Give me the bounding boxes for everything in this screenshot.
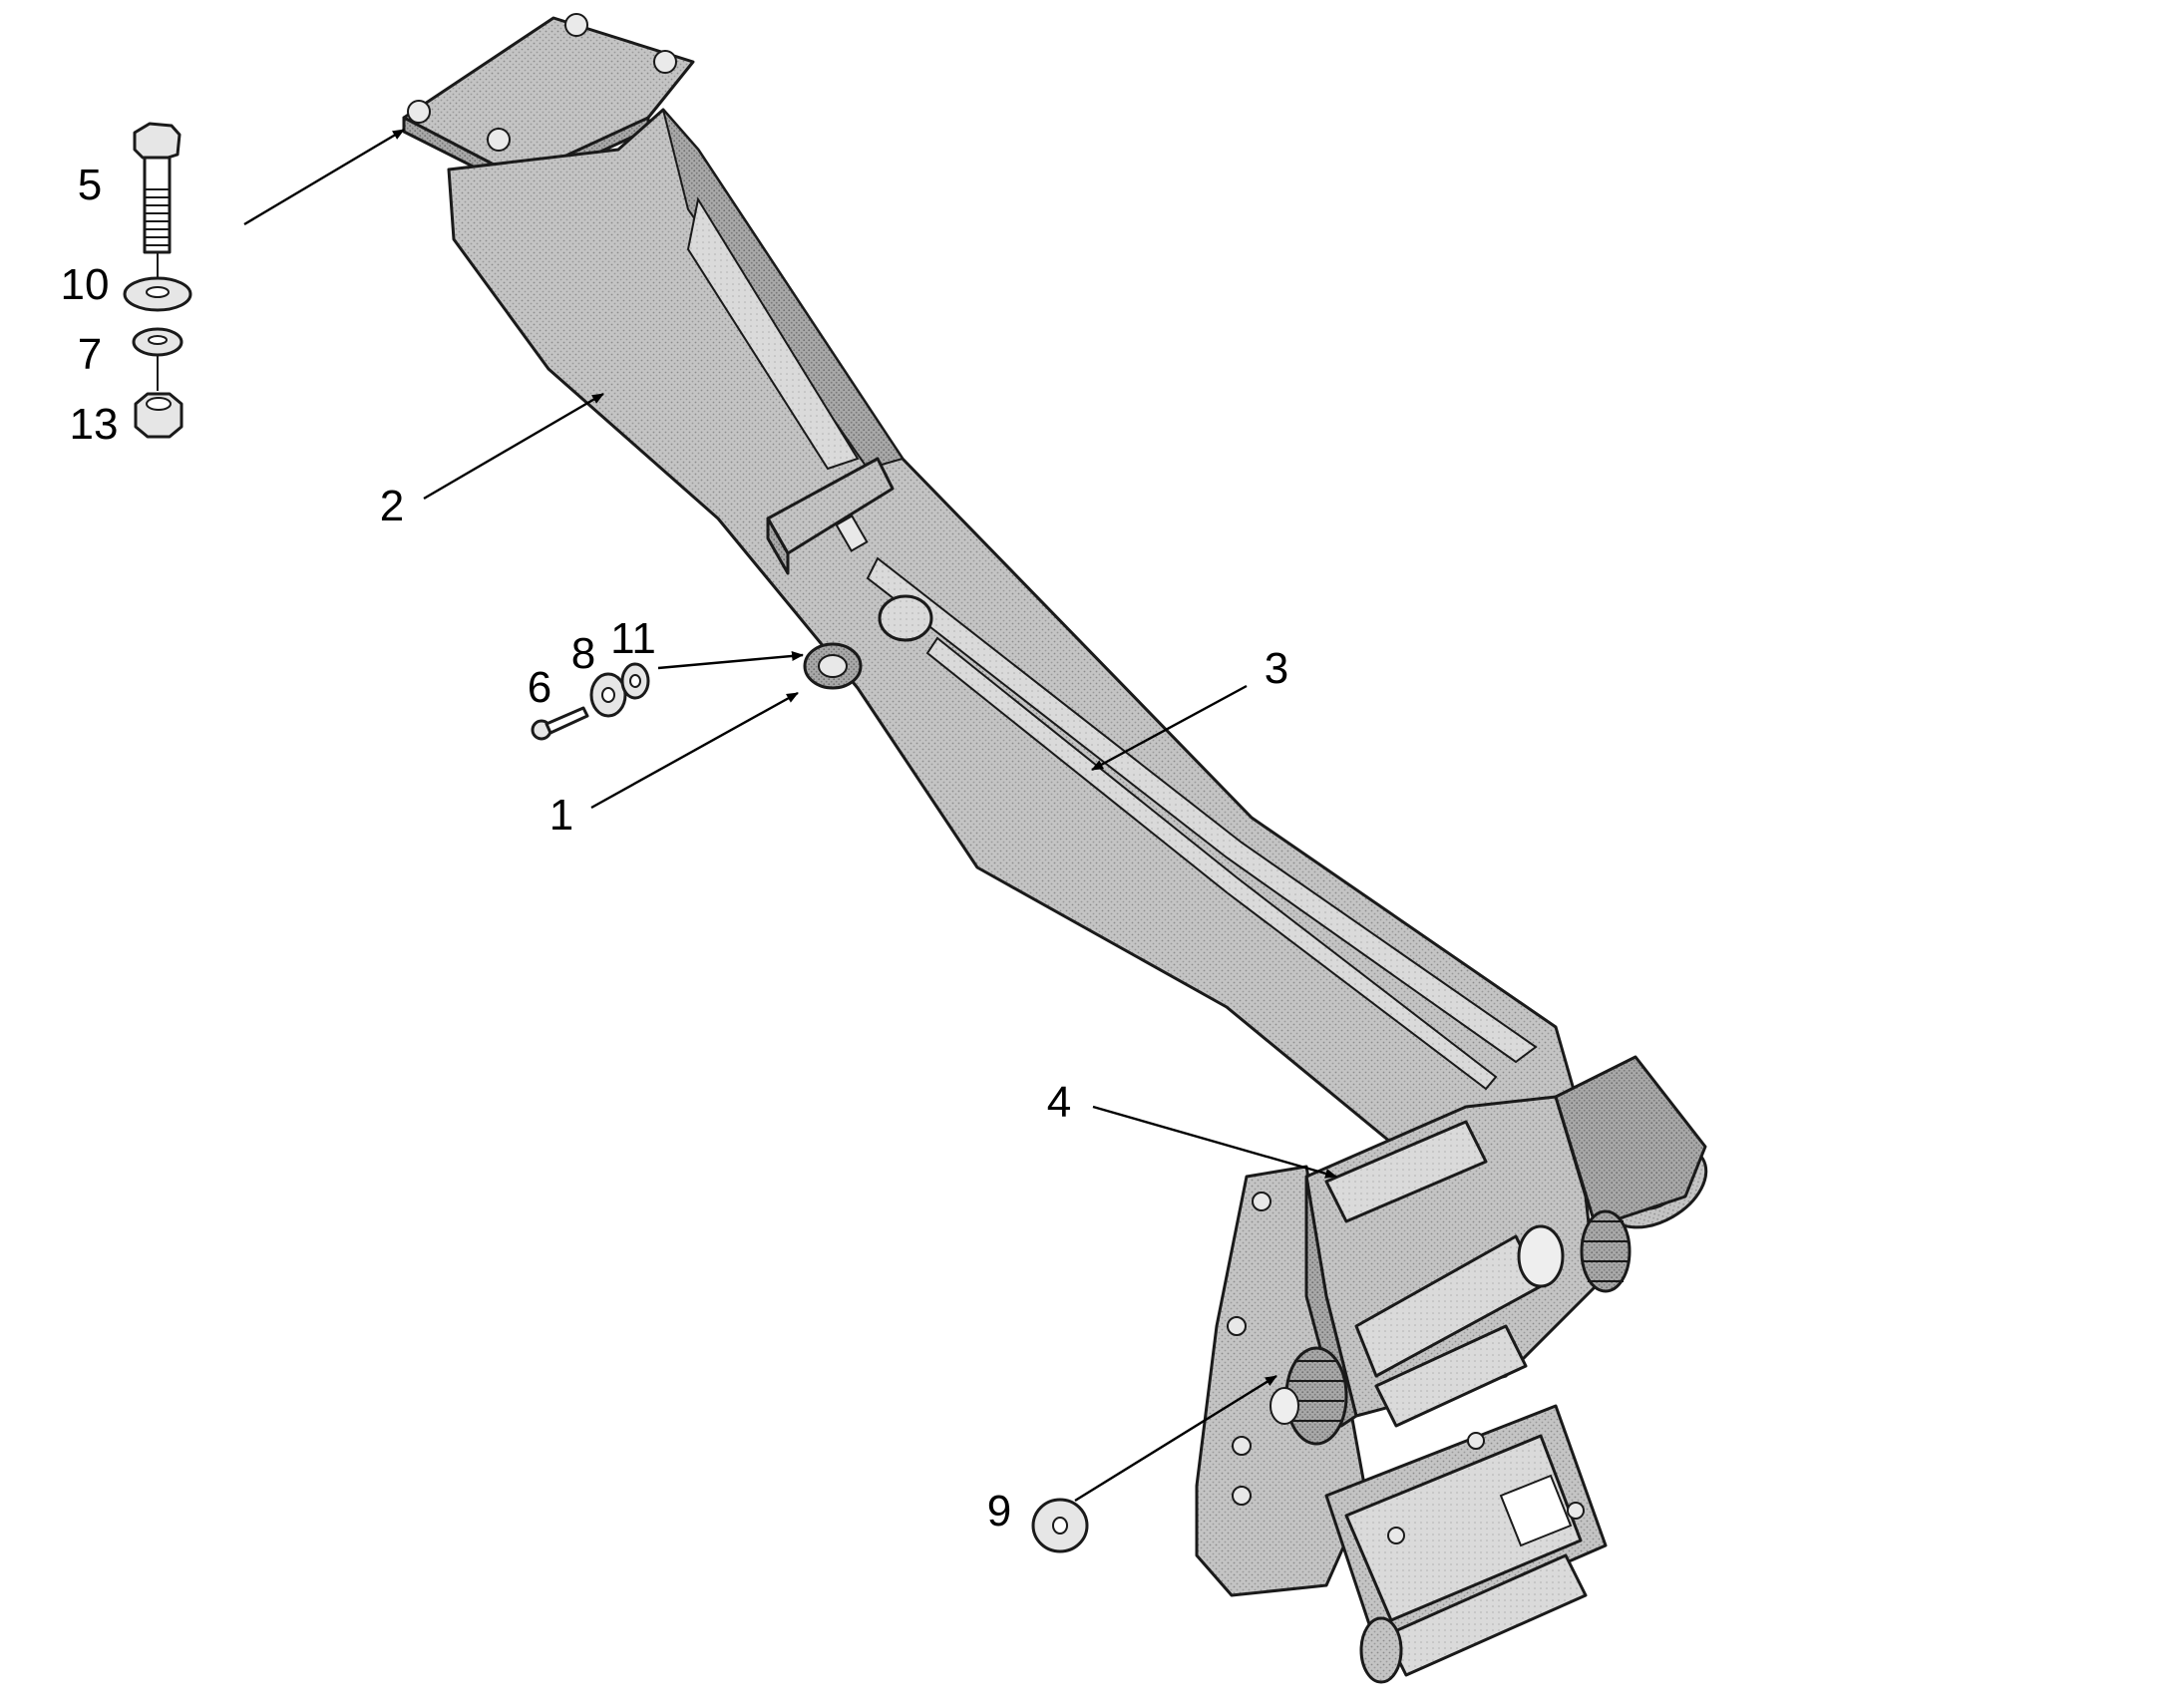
callout-7: 7 (78, 330, 102, 379)
leader-11 (657, 651, 804, 670)
leader-5 (243, 128, 405, 226)
frame-bolts (1227, 1192, 1585, 1544)
upper-arm-part (402, 13, 1578, 1159)
plate-bolts (407, 13, 677, 152)
callout-1: 1 (549, 791, 573, 840)
callout-9: 9 (987, 1487, 1011, 1536)
leader-9 (1074, 1374, 1277, 1503)
callout-2: 2 (380, 482, 404, 530)
washer-11 (620, 662, 650, 700)
right-spring (1580, 1209, 1632, 1293)
callout-labels: 5 10 7 13 2 6 8 11 1 3 4 9 (61, 161, 1289, 1536)
flat-washer-10 (123, 276, 192, 312)
callout-6: 6 (528, 663, 551, 712)
left-spring (1270, 1346, 1348, 1446)
leader-2 (423, 392, 604, 501)
washer-9 (1031, 1498, 1089, 1553)
small-bolt-6 (531, 706, 589, 741)
leader-1 (590, 691, 799, 810)
lower-roller-assembly (1195, 1055, 1708, 1684)
lock-washer-7 (132, 327, 183, 357)
leader-3 (1091, 684, 1248, 772)
pivot-bushing (803, 642, 863, 690)
leader-lines (243, 128, 1337, 1503)
callout-3: 3 (1265, 644, 1288, 693)
callout-11: 11 (610, 614, 656, 663)
callout-10: 10 (61, 260, 110, 309)
callout-8: 8 (571, 629, 595, 678)
callout-5: 5 (78, 161, 102, 209)
washer-8 (589, 672, 627, 718)
leader-4 (1092, 1105, 1337, 1179)
hex-bolt-5 (133, 122, 182, 254)
callout-13: 13 (70, 400, 119, 449)
callout-4: 4 (1047, 1078, 1071, 1127)
hex-nut-13 (134, 392, 183, 439)
